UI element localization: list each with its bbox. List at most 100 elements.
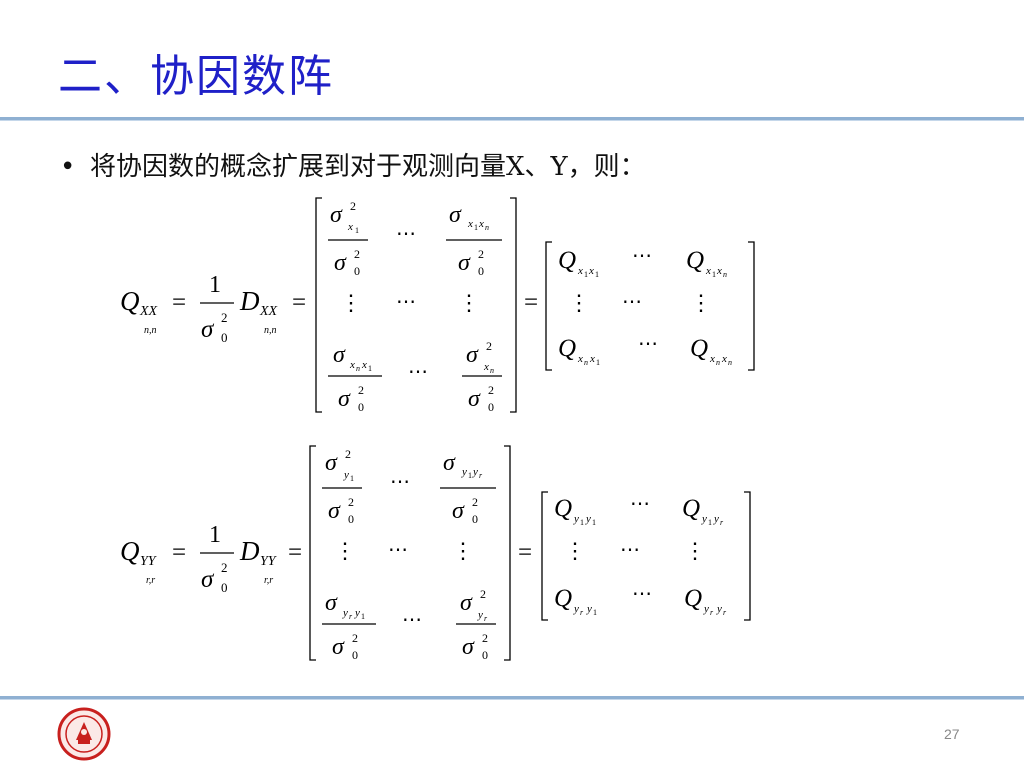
svg-text:x: x [589,353,595,365]
svg-text:Q: Q [690,335,708,362]
svg-text:n: n [723,270,727,279]
svg-text:σ: σ [466,342,479,368]
svg-text:r: r [723,608,727,617]
svg-text:y: y [477,609,483,621]
svg-text:y: y [703,603,709,615]
svg-text:Q: Q [684,585,702,612]
svg-text:r: r [479,471,483,480]
svg-text:1: 1 [468,471,472,480]
svg-text:r: r [349,612,353,621]
svg-text:n: n [728,358,732,367]
svg-text:⋮: ⋮ [564,538,586,563]
svg-text:1: 1 [209,522,221,548]
svg-text:y: y [472,466,478,478]
svg-text:1: 1 [368,364,372,373]
footer-divider [0,696,1024,699]
svg-text:x: x [716,265,722,277]
svg-text:D: D [239,536,260,566]
svg-text:1: 1 [596,358,600,367]
svg-text:y: y [701,513,707,525]
svg-text:1: 1 [350,474,354,483]
svg-text:=: = [524,289,538,316]
svg-text:x: x [347,221,353,233]
svg-text:r: r [484,614,488,623]
svg-text:⋯: ⋯ [620,539,640,561]
svg-text:2: 2 [472,495,478,509]
svg-text:x: x [483,361,489,373]
svg-text:0: 0 [482,648,488,662]
svg-text:1: 1 [593,608,597,617]
d-dims: n,n [264,325,277,336]
svg-text:r,r: r,r [264,575,273,586]
svg-text:r,r: r,r [146,575,155,586]
svg-text:YY: YY [140,554,158,569]
svg-text:σ: σ [201,566,215,593]
svg-text:0: 0 [221,580,228,595]
bullet-item: •将协因数的概念扩展到对于观测向量X、Y，则： [60,146,646,183]
svg-text:σ: σ [334,250,347,276]
svg-text:y: y [716,603,722,615]
svg-text:r: r [710,608,714,617]
footer-divider-light [0,699,1024,700]
svg-text:2: 2 [354,247,360,261]
svg-text:1: 1 [355,226,359,235]
svg-text:⋯: ⋯ [622,291,642,313]
svg-text:σ: σ [460,590,473,616]
svg-text:σ: σ [333,342,346,368]
svg-text:0: 0 [478,264,484,278]
svg-text:⋮: ⋮ [690,290,712,315]
svg-text:=: = [288,539,302,566]
svg-text:x: x [361,359,367,371]
svg-text:r: r [720,518,724,527]
svg-text:Q: Q [682,495,700,522]
equation-qyy: Q YY r,r = 1 σ 2 0 D YY r,r = σ 2 y 1 σ … [120,445,751,662]
lhs-dims: n,n [144,325,157,336]
svg-text:⋯: ⋯ [408,361,428,383]
d-symbol: D [239,286,260,316]
svg-text:0: 0 [472,512,478,526]
svg-text:2: 2 [350,199,356,213]
svg-text:x: x [721,353,727,365]
svg-text:⋯: ⋯ [396,223,416,245]
svg-text:y: y [713,513,719,525]
svg-text:σ: σ [338,386,351,412]
header-divider [0,117,1024,120]
svg-text:0: 0 [488,400,494,414]
svg-text:σ: σ [452,498,465,524]
svg-text:=: = [518,539,532,566]
svg-text:1: 1 [708,518,712,527]
svg-text:σ: σ [330,202,343,228]
svg-text:⋯: ⋯ [632,245,652,267]
equation-qxx: Q XX n,n = 1 σ 2 0 D XX n,n = σ 2 x 1 σ … [120,197,755,414]
slide-title: 二、协因数阵 [58,51,334,102]
svg-text:σ: σ [458,250,471,276]
svg-text:1: 1 [712,270,716,279]
svg-text:2: 2 [358,383,364,397]
svg-text:1: 1 [474,223,478,232]
lhs-q: Q [120,286,140,316]
svg-text:2: 2 [352,631,358,645]
university-seal-icon [57,707,111,761]
svg-text:x: x [705,265,711,277]
svg-text:2: 2 [486,339,492,353]
page-number: 27 [944,726,960,742]
svg-text:σ: σ [328,498,341,524]
svg-text:⋮: ⋮ [334,538,356,563]
svg-text:σ: σ [462,634,475,660]
frac-zero: 0 [221,330,228,345]
svg-text:0: 0 [354,264,360,278]
svg-text:2: 2 [488,383,494,397]
lhs-sub: XX [139,304,158,319]
svg-text:YY: YY [260,554,278,569]
frac-sq: 2 [221,310,228,325]
svg-text:σ: σ [449,202,462,228]
d-sub: XX [259,304,278,319]
svg-text:n: n [716,358,720,367]
svg-text:y: y [586,603,592,615]
bullet-text: 将协因数的概念扩展到对于观测向量X、Y，则： [90,152,646,182]
svg-text:1: 1 [584,270,588,279]
svg-text:Q: Q [558,335,576,362]
frac-num: 1 [209,272,221,298]
svg-text:Q: Q [554,495,572,522]
svg-text:2: 2 [478,247,484,261]
